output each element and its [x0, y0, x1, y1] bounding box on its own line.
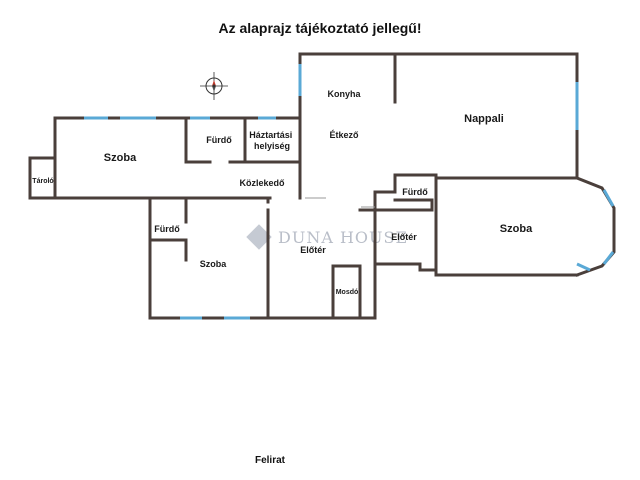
compass-icon — [200, 72, 228, 100]
room-furdo-bottom: Fürdő — [154, 224, 180, 234]
room-eloter-right: Előtér — [391, 232, 417, 242]
room-furdo-small: Fürdő — [402, 187, 428, 197]
room-mosdo: Mosdó — [336, 289, 359, 296]
room-szoba-left: Szoba — [104, 152, 137, 164]
room-haztartasi-line-2: helyiség — [254, 141, 290, 151]
room-haztartasi-line-1: Háztartási — [249, 130, 292, 140]
room-labels: Konyha Nappali Étkező Szoba Fürdő Háztar… — [32, 89, 533, 296]
room-tarolo: Tároló — [32, 178, 53, 185]
room-kozlekedo: Közlekedő — [239, 178, 285, 188]
room-konyha: Konyha — [327, 89, 361, 99]
room-furdo-top: Fürdő — [206, 135, 232, 145]
caption: Felirat — [254, 455, 285, 466]
room-eloter-center: Előtér — [300, 245, 326, 255]
windows — [84, 64, 615, 320]
room-nappali: Nappali — [464, 113, 504, 125]
plan-title: Az alaprajz tájékoztató jellegű! — [218, 20, 422, 36]
watermark: DUNA HOUSE — [246, 224, 408, 250]
walls — [28, 52, 616, 320]
room-etkezo: Étkező — [329, 130, 359, 140]
doors — [305, 197, 375, 208]
room-szoba-bottom: Szoba — [200, 259, 227, 269]
room-szoba-right: Szoba — [500, 223, 533, 235]
room-haztartasi: Háztartási helyiség — [249, 130, 295, 151]
watermark-text: DUNA HOUSE — [278, 228, 408, 247]
